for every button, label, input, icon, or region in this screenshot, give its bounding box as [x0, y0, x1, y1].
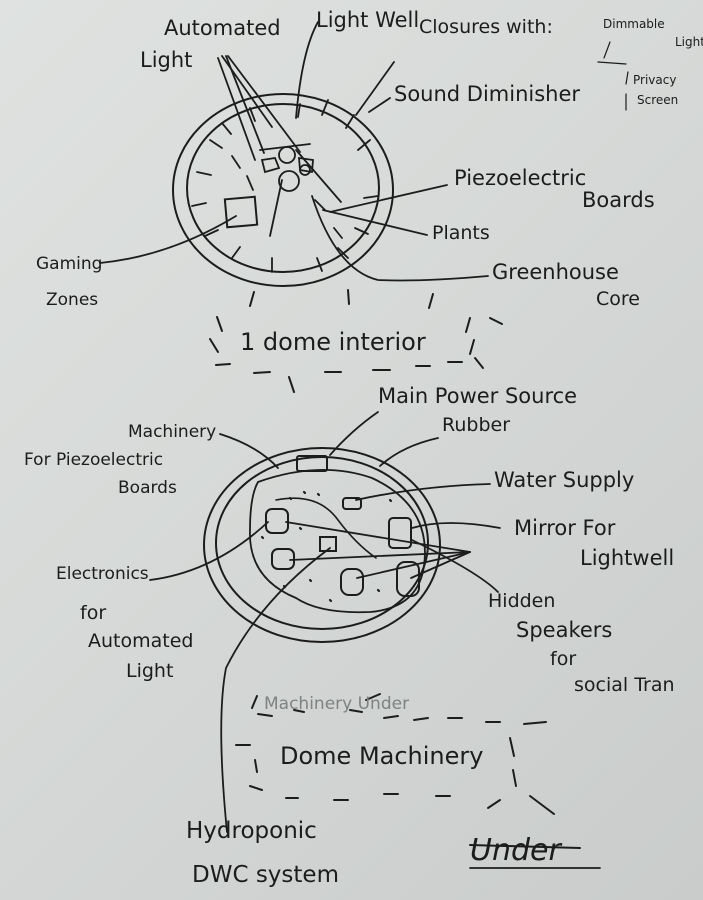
label-machinery-line3: Boards	[118, 478, 177, 498]
bottom-caption-frame	[235, 693, 601, 869]
caption-dome-machinery: Dome Machinery	[280, 742, 484, 770]
label-rubber: Rubber	[442, 414, 511, 436]
label-piezoelectric-line2: Boards	[582, 188, 655, 212]
mirror-box	[388, 517, 412, 549]
top-dome-outer-ring	[172, 93, 394, 287]
label-closures-with: Closures with:	[419, 16, 553, 38]
label-greenhouse-line2: Core	[596, 288, 640, 310]
label-electronics-line2: for	[80, 602, 107, 624]
label-machinery-under-faint: Machinery Under	[264, 694, 410, 714]
inner-contour	[275, 497, 377, 559]
label-light-well: Light Well	[316, 8, 420, 32]
label-automated-light-line1: Automated	[164, 16, 281, 40]
label-plants: Plants	[432, 222, 490, 244]
top-dome-inner-ring	[186, 103, 380, 273]
label-hidden-line1: Hidden	[488, 590, 556, 612]
bottom-dome-inner-ring	[215, 456, 429, 630]
label-hidden-line2: Speakers	[516, 618, 613, 642]
label-dimmable-light-line2: Light	[675, 35, 703, 49]
label-under: Under	[470, 833, 561, 868]
speaker-box-left	[271, 548, 295, 570]
label-gaming-line1: Gaming	[36, 254, 103, 274]
label-machinery-line2: For Piezoelectric	[24, 450, 164, 470]
label-electronics-line4: Light	[126, 660, 174, 682]
label-greenhouse-line1: Greenhouse	[492, 260, 619, 284]
label-piezoelectric-line1: Piezoelectric	[454, 166, 587, 190]
label-hidden-line4: social Tran	[574, 674, 675, 696]
label-mirror-line1: Mirror For	[514, 516, 616, 540]
water-supply-box	[342, 497, 362, 510]
label-hydroponic-line2: DWC system	[192, 862, 339, 888]
label-water-supply: Water Supply	[494, 468, 635, 492]
caption-dome-interior: 1 dome interior	[240, 328, 426, 356]
greenhouse-core-sketch	[259, 143, 342, 237]
label-privacy-screen-line1: Privacy	[633, 73, 677, 87]
label-hydroponic-line1: Hydroponic	[186, 818, 317, 844]
top-leader-lines	[99, 21, 629, 282]
label-electronics-line3: Automated	[88, 630, 194, 652]
top-dome-closure-marks	[191, 99, 379, 273]
label-electronics-line1: Electronics	[56, 564, 149, 584]
speaker-box-mid	[340, 568, 364, 596]
top-caption-frame	[209, 289, 503, 393]
label-machinery-line1: Machinery	[128, 422, 217, 442]
gaming-zone-box	[223, 195, 259, 229]
label-gaming-line2: Zones	[46, 290, 99, 310]
electronics-box	[265, 508, 289, 534]
bottom-leader-lines	[149, 411, 501, 833]
main-power-box	[296, 455, 328, 472]
speaker-box-right	[396, 561, 420, 597]
label-hidden-line3: for	[550, 648, 577, 670]
label-privacy-screen-line2: Screen	[637, 93, 679, 107]
label-sound-diminisher: Sound Diminisher	[394, 82, 581, 106]
top-dome	[172, 93, 394, 287]
bottom-dome-outer-ring	[203, 447, 441, 643]
center-box	[319, 536, 337, 552]
label-mirror-line2: Lightwell	[580, 546, 675, 570]
label-dimmable-light-line1: Dimmable	[603, 17, 665, 31]
label-main-power-source: Main Power Source	[378, 384, 578, 408]
label-automated-light-line2: Light	[140, 48, 193, 72]
